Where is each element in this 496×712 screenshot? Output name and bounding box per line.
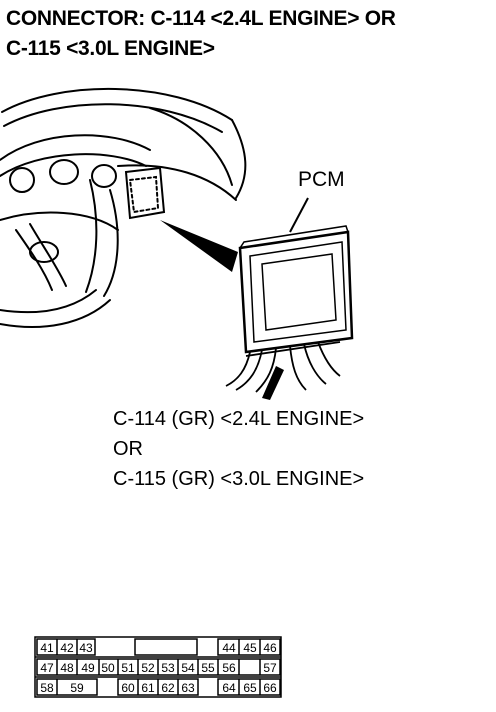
center-panel-inner — [128, 175, 160, 214]
pcm-label: PCM — [298, 168, 345, 191]
dash-top-curve-inner — [3, 103, 223, 133]
pin-label: 62 — [161, 681, 175, 695]
glovebox-edge — [117, 164, 237, 201]
dash-lower — [0, 211, 119, 231]
pcm-module — [238, 225, 354, 354]
cluster-hood — [0, 134, 151, 161]
page-title: CONNECTOR: C-114 <2.4L ENGINE> OR C-115 … — [6, 4, 490, 64]
connector-arrow — [262, 366, 284, 400]
caption-line-1: C-114 (GR) <2.4L ENGINE> — [113, 408, 365, 430]
pin-label: 51 — [121, 661, 135, 675]
pin-label: 46 — [263, 641, 277, 655]
pcm-leader-line — [289, 197, 309, 233]
gauge-right — [91, 164, 117, 188]
title-line-2: C-115 <3.0L ENGINE> — [6, 37, 215, 60]
cluster-hood-2 — [0, 153, 147, 177]
pin-label: 66 — [263, 681, 277, 695]
dash-lower-3 — [85, 179, 98, 293]
connector-pinout: 41 42 43 44 45 46 47 48 49 50 51 52 53 5… — [34, 636, 282, 698]
pin-label: 64 — [222, 681, 236, 695]
pin-label: 59 — [70, 681, 84, 695]
gauge-mid — [49, 159, 79, 185]
pin-label: 42 — [60, 641, 74, 655]
pin-label: 47 — [40, 661, 54, 675]
pointer-wedge — [160, 220, 238, 272]
pin-label: 63 — [181, 681, 195, 695]
title-line-1: CONNECTOR: C-114 <2.4L ENGINE> OR — [6, 7, 396, 30]
pin-label: 45 — [243, 641, 257, 655]
pin-label: 60 — [121, 681, 135, 695]
pin-label: 50 — [101, 661, 115, 675]
pin-label: 57 — [263, 661, 277, 675]
connector-caption: C-114 (GR) <2.4L ENGINE> OR C-115 (GR) <… — [113, 404, 364, 494]
pin-label: 55 — [201, 661, 215, 675]
pin-label: 43 — [79, 641, 93, 655]
steering-column-2 — [29, 223, 67, 287]
pin-label: 44 — [222, 641, 236, 655]
pin-label: 65 — [243, 681, 257, 695]
pin-label: 53 — [161, 661, 175, 675]
caption-line-3: C-115 (GR) <3.0L ENGINE> — [113, 468, 365, 490]
pin-label: 54 — [181, 661, 195, 675]
dashboard-pcm-illustration — [0, 88, 354, 400]
pin-label: 52 — [141, 661, 155, 675]
pin-cell — [134, 638, 198, 656]
pin-label: 61 — [141, 681, 155, 695]
dash-hood-line-2 — [231, 119, 247, 199]
gauge-left — [9, 167, 35, 193]
dash-hood-line — [149, 107, 233, 186]
pin-label: 41 — [40, 641, 54, 655]
pin-label: 48 — [60, 661, 74, 675]
pin-cell — [217, 638, 281, 656]
pin-cell — [36, 638, 96, 656]
dash-side — [0, 289, 97, 314]
pin-label: 58 — [40, 681, 54, 695]
vent — [29, 241, 59, 263]
connector-outline — [34, 636, 282, 698]
pin-label: 56 — [222, 661, 236, 675]
dash-lower-2 — [103, 189, 119, 297]
caption-line-2: OR — [113, 438, 143, 460]
harness — [225, 341, 341, 393]
dash-side-2 — [0, 299, 111, 328]
center-panel — [124, 166, 166, 220]
pin-label: 49 — [81, 661, 95, 675]
dash-top-curve — [1, 88, 233, 121]
